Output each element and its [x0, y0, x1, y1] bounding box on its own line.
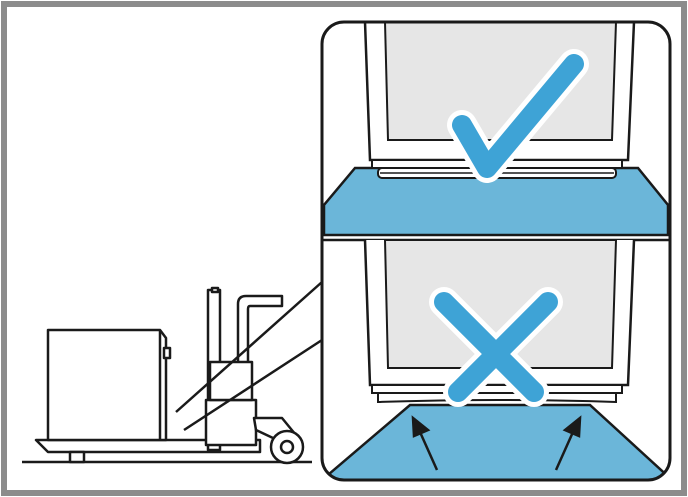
pallet-truck — [22, 286, 312, 465]
appliance-feet-bottom — [377, 392, 617, 404]
detail-panel-border — [320, 20, 672, 482]
pressure-arrow-left — [411, 415, 439, 471]
door-glass-top — [383, 22, 618, 141]
check-mark-icon — [452, 54, 584, 178]
fork-wheel — [68, 450, 86, 464]
appliance-box — [46, 328, 168, 442]
incorrect-placement-panel — [322, 239, 670, 480]
truck-pump — [208, 360, 254, 402]
appliance-hinge — [162, 346, 172, 360]
floor-flat — [322, 166, 670, 237]
door-glass-bottom — [383, 239, 618, 369]
cross-mark-icon — [434, 292, 558, 402]
pressure-arrow-right — [554, 415, 582, 471]
truck-body — [204, 398, 258, 447]
truck-fork — [34, 438, 262, 454]
truck-handle — [236, 294, 284, 367]
zoom-callout — [175, 281, 323, 432]
correct-placement-panel — [322, 22, 670, 237]
